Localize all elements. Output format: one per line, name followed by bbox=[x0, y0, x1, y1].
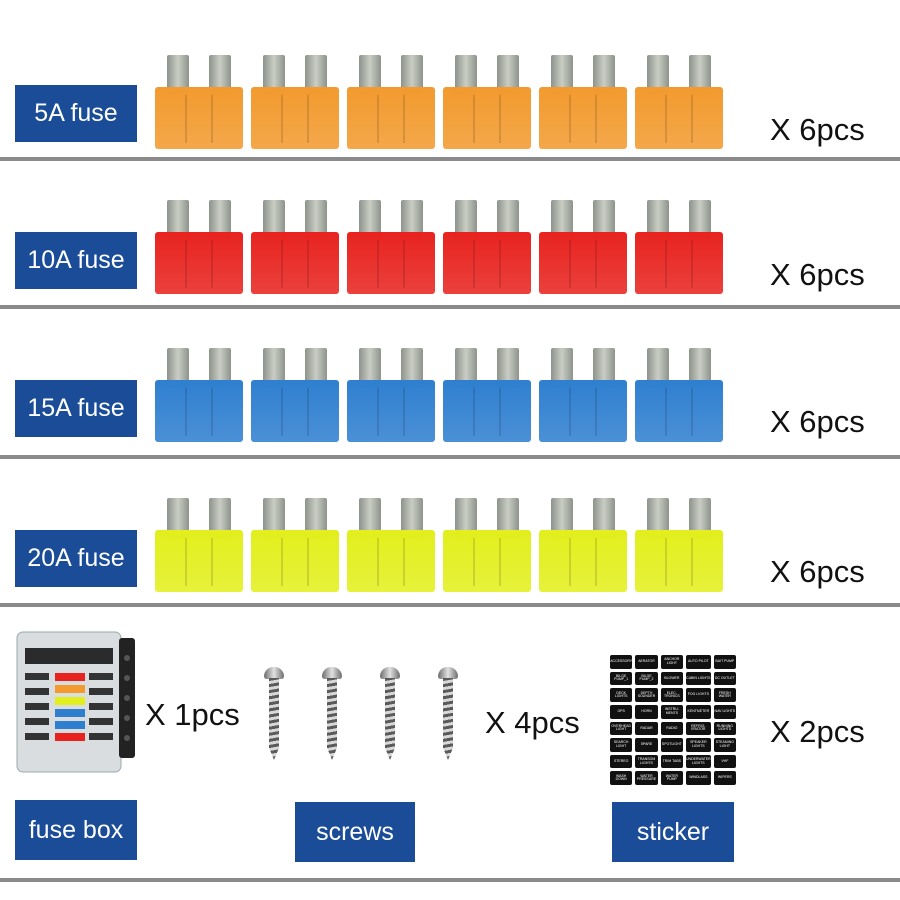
sticker-label-item: TRANSOM LIGHTS bbox=[635, 754, 658, 769]
fuse-rating-label: 15A fuse bbox=[15, 380, 137, 437]
blade-fuse bbox=[347, 348, 435, 442]
fuse-box-label: fuse box bbox=[15, 800, 137, 860]
sticker-label-item: DECK LIGHTS bbox=[610, 688, 633, 702]
sticker-label-item: WASH DOWN bbox=[610, 771, 633, 785]
fuse-quantity: X 6pcs bbox=[770, 404, 865, 439]
blade-fuse bbox=[251, 498, 339, 592]
sticker-label-item: OVERHEAD LIGHT bbox=[610, 721, 633, 736]
blade-fuse bbox=[635, 348, 723, 442]
sticker-label-item: ACCESSORY bbox=[610, 655, 633, 669]
sticker-label-item: RUNNING LIGHTS bbox=[713, 721, 736, 736]
blade-fuse bbox=[155, 348, 243, 442]
sticker-label-item: RADIO bbox=[660, 721, 684, 736]
blade-fuse bbox=[347, 498, 435, 592]
separator bbox=[0, 305, 900, 309]
fuse-box-quantity: X 1pcs bbox=[145, 697, 240, 732]
sticker-label-item: TRIM TABS bbox=[660, 754, 684, 769]
sticker-label-item: SPARE bbox=[635, 738, 658, 752]
sticker-label-item: AUTO PILOT bbox=[686, 655, 711, 669]
sticker-label-item: BAIT PUMP bbox=[713, 655, 736, 669]
screws-quantity: X 4pcs bbox=[485, 705, 580, 740]
sticker-label-item: FRESH WATER bbox=[713, 688, 736, 702]
screw bbox=[438, 667, 458, 767]
sticker-label-item: BILGE PUMP_1 bbox=[610, 671, 633, 686]
sticker-label-item: GPS bbox=[610, 704, 633, 719]
sticker-label-item: ELEC-TRONICS bbox=[660, 688, 684, 702]
sticker-label-item: REFRIG-ERATOR bbox=[686, 721, 711, 736]
separator bbox=[0, 157, 900, 161]
sticker-label-item: KENTMETER bbox=[686, 704, 711, 719]
blade-fuse bbox=[443, 200, 531, 294]
blade-fuse bbox=[539, 200, 627, 294]
sticker-label-item: BLOWER bbox=[660, 671, 684, 686]
sticker-label-item: INSTRU-MENTS bbox=[660, 704, 684, 719]
blade-fuse bbox=[539, 55, 627, 149]
blade-fuse bbox=[443, 348, 531, 442]
sticker-label-item: STEAMING LIGHT bbox=[713, 738, 736, 752]
screw bbox=[264, 667, 284, 767]
sticker-label-item: WIPERS bbox=[713, 771, 736, 785]
sticker-label-item: WATER PUMP bbox=[660, 771, 684, 785]
blade-fuse bbox=[155, 498, 243, 592]
sticker-quantity: X 2pcs bbox=[770, 714, 865, 749]
sticker-label-item: NAV LIGHTS bbox=[713, 704, 736, 719]
fuse-rating-label: 10A fuse bbox=[15, 232, 137, 289]
sticker-label-item: STEREO bbox=[610, 754, 633, 769]
sticker-label-item: AERATOR bbox=[635, 655, 658, 669]
blade-fuse bbox=[443, 55, 531, 149]
sticker-label: sticker bbox=[612, 802, 734, 862]
sticker-label-item: WINDLASS bbox=[686, 771, 711, 785]
blade-fuse bbox=[539, 348, 627, 442]
blade-fuse bbox=[443, 498, 531, 592]
sticker-label-item: SEARCH LIGHT bbox=[610, 738, 633, 752]
fuse-quantity: X 6pcs bbox=[770, 554, 865, 589]
sticker-label-item: SPOTLIGHT bbox=[660, 738, 684, 752]
sticker-label-item: DEPTH SOUNDER bbox=[635, 688, 658, 702]
sticker-label-item: HORN bbox=[635, 704, 658, 719]
fuse-rating-label: 20A fuse bbox=[15, 530, 137, 587]
blade-fuse bbox=[251, 55, 339, 149]
sticker-label-item: RADAR bbox=[635, 721, 658, 736]
fuse-box-image bbox=[16, 631, 135, 773]
screw bbox=[380, 667, 400, 767]
blade-fuse bbox=[155, 200, 243, 294]
sticker-label-item: WATER PRESSURE bbox=[635, 771, 658, 785]
screw bbox=[322, 667, 342, 767]
sticker-label-item: SPEAKER LIGHTS bbox=[686, 738, 711, 752]
blade-fuse bbox=[347, 55, 435, 149]
blade-fuse bbox=[155, 55, 243, 149]
blade-fuse bbox=[635, 55, 723, 149]
blade-fuse bbox=[251, 348, 339, 442]
sticker-label-item: DC OUTLET bbox=[713, 671, 736, 686]
blade-fuse bbox=[635, 200, 723, 294]
sticker-label-item: BILGE PUMP_2 bbox=[635, 671, 658, 686]
blade-fuse bbox=[635, 498, 723, 592]
screws-label: screws bbox=[295, 802, 415, 862]
sticker-label-item: ANCHOR LIGHT bbox=[660, 655, 684, 669]
sticker-label-item: CABIN LIGHTS bbox=[686, 671, 711, 686]
sticker-label-item: FOG LIGHTS bbox=[686, 688, 711, 702]
separator bbox=[0, 878, 900, 882]
fuse-quantity: X 6pcs bbox=[770, 257, 865, 292]
fuse-rating-label: 5A fuse bbox=[15, 85, 137, 142]
sticker-label-item: UNDERWATER LIGHTS bbox=[686, 754, 711, 769]
blade-fuse bbox=[539, 498, 627, 592]
blade-fuse bbox=[251, 200, 339, 294]
separator bbox=[0, 603, 900, 607]
blade-fuse bbox=[347, 200, 435, 294]
sticker-label-item: VHF bbox=[713, 754, 736, 769]
separator bbox=[0, 455, 900, 459]
fuse-quantity: X 6pcs bbox=[770, 112, 865, 147]
